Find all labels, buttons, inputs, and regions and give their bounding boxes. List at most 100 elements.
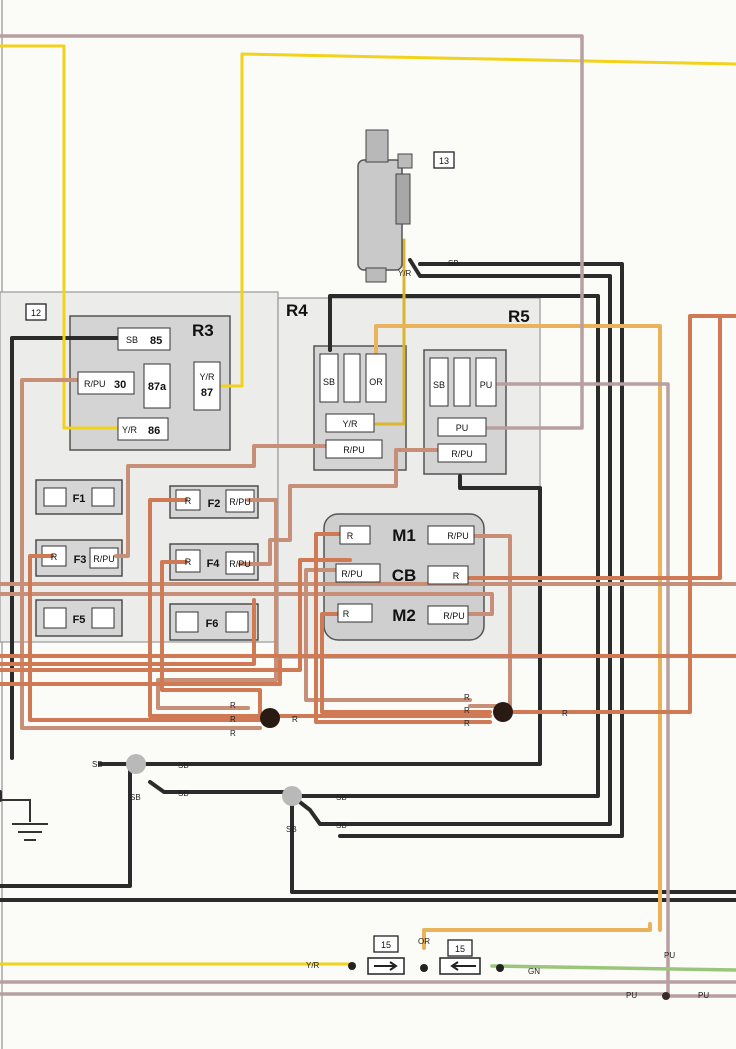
r4-pin-or-label: OR [369, 377, 383, 387]
m1-right-pin [427, 525, 475, 545]
label-12: 12 [31, 308, 41, 318]
wires-purple [0, 34, 736, 998]
r4-pin-or [365, 353, 387, 403]
r3-pin-85-num: 85 [150, 335, 162, 347]
r3-pin-86-num: 86 [148, 425, 160, 437]
r3-pin-87-num: 87 [201, 387, 213, 399]
r4-pin-rpu-label: R/PU [343, 445, 365, 455]
r5-pin-pu [437, 417, 487, 437]
dot-yr [348, 962, 356, 970]
wl-r6: R [464, 719, 470, 728]
wl-sb2: SB [178, 761, 189, 770]
m1-left-pin-label: R [347, 531, 354, 541]
wl-sb4: SB [178, 789, 189, 798]
r5-pin-blank [453, 357, 471, 407]
r4-pin-blank [343, 353, 361, 403]
label-15b: 15 [455, 944, 465, 954]
r5-pin-sb-label: SB [433, 380, 445, 390]
wl-r4: R [464, 693, 470, 702]
wl-sb3: SB [130, 793, 141, 802]
r5-pin-pu-top-label: PU [480, 380, 493, 390]
r4-pin-yr [325, 413, 375, 433]
wl-pu-bottom1: PU [626, 991, 637, 1000]
r4-pin-sb [319, 353, 339, 403]
cb-left-pin-label: R/PU [341, 569, 363, 579]
module-cb-label: CB [392, 566, 417, 585]
wl-sb7: SB [336, 821, 347, 830]
wl-r-right: R [562, 709, 568, 718]
fuse-f3-label: F3 [74, 554, 87, 566]
splice-sb-left [126, 754, 146, 774]
dot-gn [496, 964, 504, 972]
r3-pin-30-wire: R/PU [84, 379, 106, 389]
module-pins: R R/PU R/PU R R R/PU [335, 525, 475, 625]
connector-15-right [439, 957, 481, 975]
fuse-f6-label: F6 [206, 618, 219, 630]
label-box-15b [447, 939, 473, 957]
wl-pu-bottom2: PU [698, 991, 709, 1000]
fuse-f1-label: F1 [73, 493, 86, 505]
sensor-13 [357, 129, 413, 283]
cb-left-pin [335, 563, 381, 583]
dot-pu [662, 992, 670, 1000]
splice-sb-mid [282, 786, 302, 806]
fuse-f2-pin-rpu: R/PU [229, 497, 251, 507]
r3-pin-87a [143, 363, 171, 409]
wl-yr-bottom: Y/R [306, 961, 320, 970]
label-15a: 15 [381, 940, 391, 950]
wl-r1: R [230, 701, 236, 710]
r3-pin-85-wire: SB [126, 335, 138, 345]
cb-right-pin [427, 565, 469, 585]
fuse-f2-label: F2 [208, 498, 221, 510]
wl-sensor-sb: SB [448, 259, 459, 268]
r3-pin-87a-num: 87a [148, 381, 167, 393]
wl-sb5: SB [336, 793, 347, 802]
wires-yellow-red [374, 238, 406, 426]
label-box-12 [25, 303, 47, 321]
r3-pin-85 [117, 327, 171, 351]
m1-left-pin [339, 525, 371, 545]
fuse-f1 [35, 479, 123, 515]
r4-pin-yr-label: Y/R [342, 419, 358, 429]
label-box-13 [433, 151, 455, 169]
wl-or-bottom: OR [418, 937, 430, 946]
r5-pin-rpu [437, 443, 487, 463]
splice-red-left [260, 708, 280, 728]
m2-right-pin [427, 605, 469, 625]
label-box-15a [373, 935, 399, 953]
m2-left-pin-label: R [343, 609, 350, 619]
wl-sb1: SB [92, 760, 103, 769]
r4-pin-sb-label: SB [323, 377, 335, 387]
ground-icon [0, 799, 48, 841]
r3-pin-30-num: 30 [114, 379, 126, 391]
r5-pin-sb [429, 357, 449, 407]
connector-15-left [367, 957, 405, 975]
wl-sensor-yr: Y/R [398, 269, 412, 278]
wl-gn-bottom: GN [528, 967, 540, 976]
relay-r5-label: R5 [508, 307, 530, 326]
wires-yellow [0, 44, 736, 966]
wl-r3: R [230, 729, 236, 738]
relay-r3-label: R3 [192, 321, 214, 340]
wires-red [0, 314, 736, 724]
fuse-f4-pin-r: R [185, 557, 192, 567]
r5-pin-pu-label: PU [456, 423, 469, 433]
wires-red-purple [0, 378, 736, 730]
r3-pin-87 [193, 361, 221, 411]
label-13: 13 [439, 156, 449, 166]
r3-pin-86 [117, 417, 169, 441]
fuse-f3-pin-r: R [51, 552, 58, 562]
dot-or [420, 964, 428, 972]
fuse-f2-pin-r: R [185, 496, 192, 506]
module-m2-label: M2 [392, 606, 416, 625]
wire-labels: SB Y/R R R R R R R R R SB SB SB SB SB SB… [92, 259, 709, 1000]
wl-r5: R [464, 706, 470, 715]
m2-right-pin-label: R/PU [443, 611, 465, 621]
splice-red-right [493, 702, 513, 722]
wl-r2: R [230, 715, 236, 724]
module-m1-label: M1 [392, 526, 416, 545]
cb-right-pin-label: R [453, 571, 460, 581]
wl-sb6: SB [286, 825, 297, 834]
wl-r-out: R [292, 715, 298, 724]
r3-pin-87-wire: Y/R [199, 372, 215, 382]
